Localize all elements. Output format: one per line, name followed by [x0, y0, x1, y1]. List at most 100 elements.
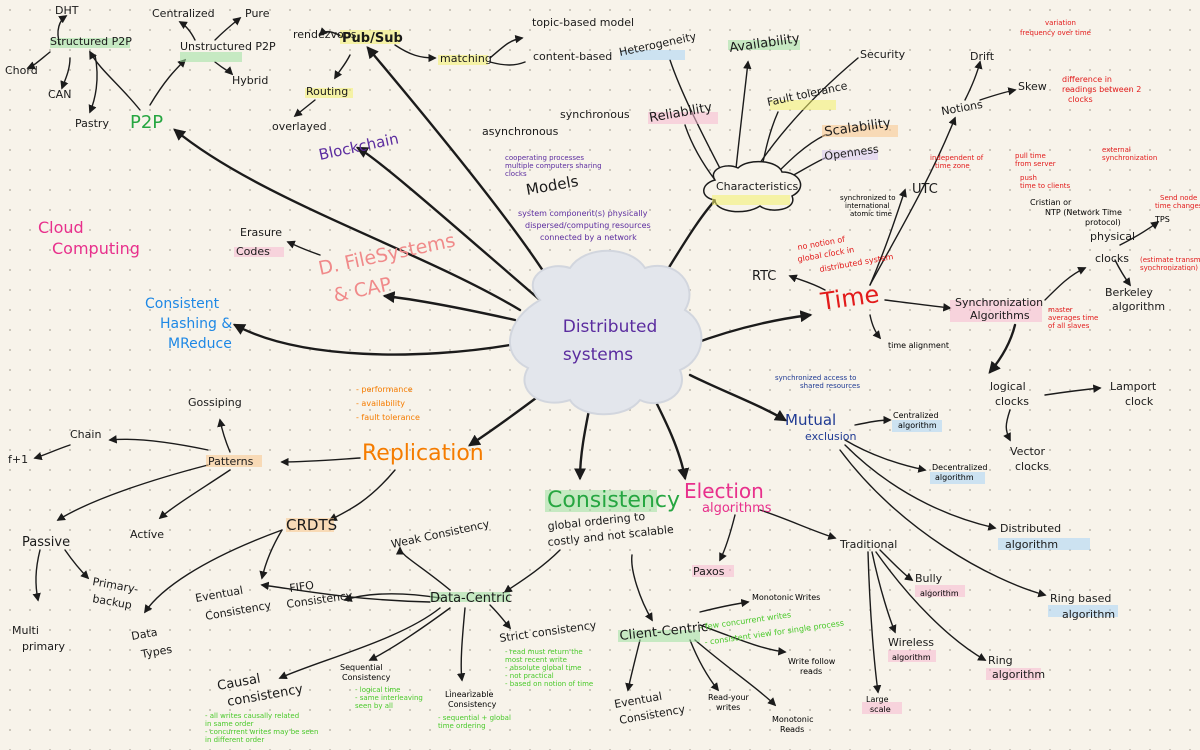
time-lamport-l2: clock: [1125, 395, 1154, 408]
election-title-l2[interactable]: algorithms: [702, 501, 772, 516]
time-physical-l2[interactable]: clocks: [1095, 252, 1129, 265]
sequential-note-0: - logical time: [355, 686, 401, 694]
time-rtc: RTC: [752, 269, 776, 284]
time-logical-l2[interactable]: clocks: [995, 395, 1029, 408]
mutex-ring-l2: algorithm: [1062, 608, 1115, 621]
time-notions: Notions: [940, 98, 984, 118]
election-title-l1[interactable]: Election: [684, 479, 764, 503]
models-title[interactable]: Models: [525, 172, 580, 199]
time-avg-note-l1: master: [1048, 306, 1073, 314]
char-availability: Availability: [728, 31, 801, 56]
time-drift-note-l2: frequency over time: [1020, 29, 1091, 37]
pubsub-overlayed: overlayed: [272, 120, 327, 133]
replication-patterns[interactable]: Patterns: [208, 455, 254, 468]
center-title-line2: systems: [563, 345, 633, 365]
sequential-l2: Consistency: [342, 673, 391, 682]
replication-crdts[interactable]: CRDTS: [286, 516, 337, 534]
causal-note-0: - all writes causally related: [205, 712, 299, 720]
linear-l2: Consistency: [448, 700, 497, 709]
time-external-l1: external: [1102, 146, 1131, 154]
time-branch: Time RTC UTC synchronized to internation…: [752, 19, 1200, 473]
p2p-unstructured-line: Unstructured P2P: [180, 40, 276, 53]
models-note1-l1: system component(s) physically: [518, 209, 648, 218]
time-utc-note-l2: international: [845, 202, 890, 210]
time-sync-l1[interactable]: Synchronization: [955, 296, 1043, 309]
blockchain-title[interactable]: Blockchain: [317, 129, 400, 163]
pubsub-title[interactable]: Pub/Sub: [342, 31, 403, 46]
replication-chain: Chain: [70, 428, 101, 441]
election-branch: Election algorithms Paxos Traditional Bu…: [684, 479, 1045, 714]
replication-title[interactable]: Replication: [362, 441, 484, 466]
hashing-line2: Hashing &: [160, 316, 232, 332]
election-ring-l1: Ring: [988, 654, 1013, 667]
time-independent-l1: independent of: [930, 154, 984, 162]
sequential-l1: Sequential: [340, 663, 383, 672]
election-bully-l1: Bully: [915, 572, 943, 585]
p2p-pastry: Pastry: [75, 117, 109, 130]
time-sync-l2[interactable]: Algorithms: [970, 309, 1030, 322]
linear-note-0: - sequential + global: [438, 714, 511, 722]
replication-data-types-l2: Types: [139, 643, 173, 661]
replication-note-1: - availability: [356, 399, 405, 408]
causal-note-1: in same order: [205, 720, 254, 728]
mutex-title-l2[interactable]: exclusion: [805, 430, 856, 443]
replication-multi-primary-l1: Multi: [12, 624, 39, 637]
replication-multi-primary-l2: primary: [22, 640, 66, 653]
time-drift: Drift: [970, 50, 995, 63]
p2p-branch: P2P Structured P2P DHT Chord CAN Pastry …: [5, 4, 276, 133]
pubsub-matching: matching: [440, 52, 492, 65]
data-centric-title[interactable]: Data-Centric: [430, 591, 512, 606]
mutex-title-l1[interactable]: Mutual: [785, 411, 836, 429]
cloud-computing-node[interactable]: Cloud Computing: [38, 218, 140, 258]
write-follow-l1: Write follow: [788, 657, 836, 666]
characteristics-title[interactable]: Characteristics: [716, 180, 799, 193]
time-skew-note-l1: difference in: [1062, 75, 1112, 84]
center-title-line1: Distributed: [563, 317, 658, 337]
replication-note-2: - fault tolerance: [356, 413, 420, 422]
hashing-line3: MReduce: [168, 336, 232, 352]
p2p-pure: Pure: [245, 7, 270, 20]
p2p-chord: Chord: [5, 64, 38, 77]
strict-note-4: - based on notion of time: [505, 680, 593, 688]
time-logical-l1[interactable]: logical: [990, 380, 1026, 393]
time-push-clients-l1: push: [1020, 174, 1037, 182]
linear-note-1: time ordering: [438, 722, 486, 730]
consistency-title[interactable]: Consistency: [547, 488, 680, 513]
monotonic-writes-l1: Monotonic: [752, 593, 793, 602]
election-wireless-l2: algorithm: [892, 653, 931, 662]
replication-note-0: - performance: [356, 385, 413, 394]
time-berkeley-l1[interactable]: Berkeley: [1105, 286, 1153, 299]
time-utc-note-l3: atomic time: [850, 210, 892, 218]
election-ring-l2: algorithm: [992, 668, 1045, 681]
time-drift-note-l1: variation: [1045, 19, 1076, 27]
replication-gossiping: Gossiping: [188, 396, 242, 409]
char-security: Security: [860, 48, 906, 61]
time-avg-note-l2: averages time: [1048, 314, 1098, 322]
dfs-title-line2[interactable]: & CAP: [331, 273, 393, 307]
time-vector-l1: Vector: [1010, 445, 1046, 458]
center-node[interactable]: Distributed systems: [508, 249, 703, 416]
causal-l1: Causal: [216, 672, 262, 694]
read-your-l1: Read-your: [708, 693, 750, 702]
characteristics-branch: Characteristics Heterogeneity Availabili…: [618, 30, 906, 213]
dfs-title-line1[interactable]: D. FileSystems: [316, 229, 457, 279]
eventual-l1: Eventual: [194, 584, 244, 605]
pubsub-rendezvous: rendezvous: [293, 28, 357, 41]
p2p-title[interactable]: P2P: [130, 112, 163, 133]
time-alignment: time alignment: [888, 341, 949, 350]
strict-title: Strict consistency: [499, 618, 598, 645]
time-physical-l1[interactable]: physical: [1090, 230, 1135, 243]
time-berkeley-l2[interactable]: algorithm: [1112, 300, 1165, 313]
monotonic-writes-l2: Writes: [795, 593, 820, 602]
fifo-l1: FIFO: [289, 579, 315, 595]
models-async: asynchronous: [482, 125, 559, 138]
time-ntp-note-l1: (estimate transmit time: [1140, 256, 1200, 264]
hashing-line1: Consistent: [145, 296, 220, 312]
pubsub-topic: topic-based model: [532, 16, 634, 29]
time-title[interactable]: Time: [818, 280, 881, 316]
election-large-l2: scale: [870, 705, 891, 714]
time-pull-server-l2: from server: [1015, 160, 1056, 168]
hashing-node[interactable]: Consistent Hashing & MReduce: [145, 296, 232, 352]
time-ntp-l1: Cristian or: [1030, 198, 1072, 207]
replication-branch: - performance - availability - fault tol…: [8, 385, 484, 661]
